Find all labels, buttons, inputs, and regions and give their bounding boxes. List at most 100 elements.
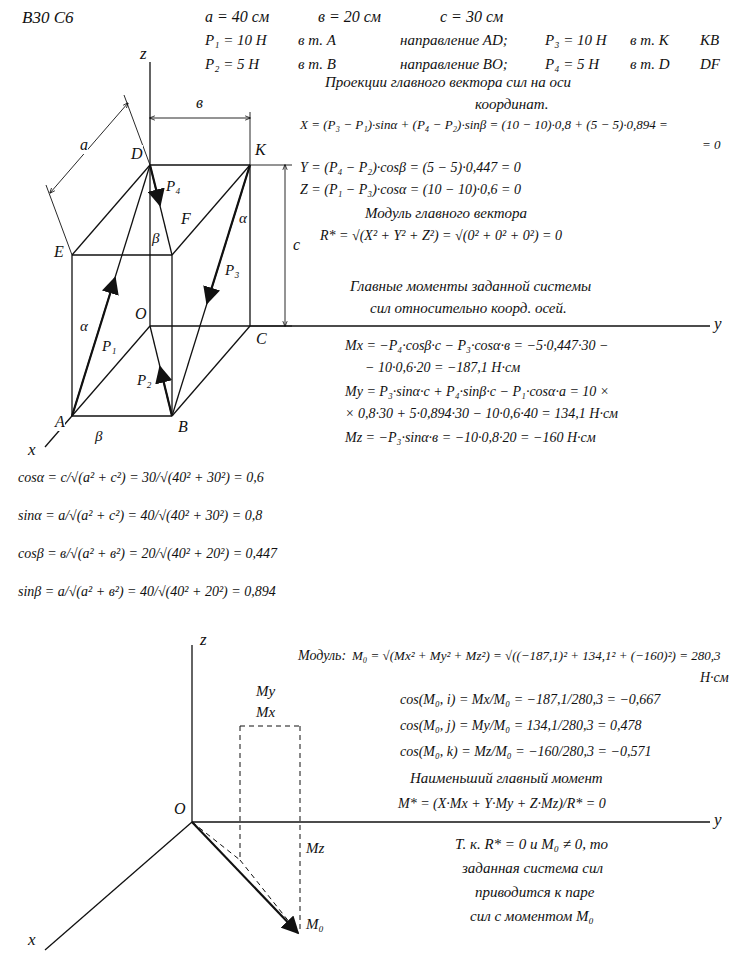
projection-line	[240, 726, 300, 727]
force-direction: DF	[700, 56, 720, 73]
point-label: K	[255, 141, 266, 159]
formula: cosβ = в/√(a² + в²) = 20/√(40² + 20²) = …	[18, 546, 277, 562]
formula: sinα = a/√(a² + c²) = 40/√(40² + 30²) = …	[18, 508, 262, 524]
force-label: P₄	[166, 178, 180, 195]
section-heading: Главные моменты заданной системы	[350, 278, 591, 295]
section-heading: Модуль:	[298, 648, 346, 664]
conclusion-text: Т. к. R* = 0 и M₀ ≠ 0, то	[455, 836, 608, 853]
box-figure	[45, 62, 710, 447]
extension-line	[124, 95, 150, 165]
force-value: P₁ = 10 H	[205, 32, 267, 49]
axis-label: y	[714, 314, 722, 334]
section-heading: Модуль главного вектора	[365, 205, 527, 222]
formula: = 0	[702, 138, 721, 153]
given-value: с = 30 см	[440, 8, 503, 26]
formula: cosα = c/√(a² + c²) = 30/√(40² + 30²) = …	[18, 470, 264, 486]
moment-vector	[192, 822, 298, 933]
angle-label: α	[239, 210, 247, 227]
point-label: F	[181, 210, 191, 228]
x-axis	[45, 326, 150, 447]
formula: cos(M₀, k) = Mz/M₀ = −160/280,3 = −0,571	[400, 744, 651, 760]
dimension-label: a	[80, 136, 88, 154]
moment-figure	[45, 645, 710, 950]
dimension-line	[50, 103, 128, 193]
application-point: в т. D	[630, 56, 670, 73]
extension-line	[250, 326, 292, 327]
force-direction: направление BO;	[400, 56, 508, 73]
section-heading: координат.	[475, 96, 549, 113]
application-point: в т. A	[298, 32, 336, 49]
box-edge	[171, 255, 172, 416]
dimension-line	[150, 118, 250, 119]
section-heading: Проекции главного вектора сил на оси	[325, 74, 571, 91]
force-value: P₂ = 5 H	[205, 56, 259, 73]
formula: R* = √(X² + Y² + Z²) = √(0² + 0² + 0²) =…	[320, 228, 562, 244]
given-value: в = 20 см	[318, 8, 381, 26]
point-label: B	[178, 418, 188, 436]
force-direction: KB	[700, 32, 719, 49]
formula: X = (P₃ − P₁)·sinα + (P₄ − P₂)·sinβ = (1…	[300, 118, 668, 133]
dimension-line	[285, 165, 286, 326]
extension-line	[250, 112, 251, 165]
application-point: в т. B	[298, 56, 336, 73]
force-label: P₂	[137, 372, 151, 389]
moment-label: Mx	[256, 704, 275, 721]
section-heading: сил относительно коорд. осей.	[370, 300, 567, 317]
force-value: P₃ = 10 H	[545, 32, 607, 49]
formula: − 10·0,6·20 = −187,1 H·см	[365, 360, 520, 376]
moment-label: My	[256, 683, 275, 700]
force-arrow	[150, 165, 160, 205]
diagonal-kb	[172, 165, 250, 416]
angle-label: β	[152, 230, 159, 247]
axis-label: y	[714, 810, 722, 830]
point-label: C	[256, 330, 267, 348]
axis-label: x	[28, 930, 36, 950]
axis-label: z	[200, 630, 207, 650]
formula: My = P₃·sinα·c + P₄·sinβ·c − P₁·cosα·a =…	[345, 384, 609, 400]
box-edge	[72, 415, 172, 416]
force-value: P₄ = 5 H	[545, 56, 599, 73]
y-axis	[192, 821, 710, 822]
formula: Z = (P₁ − P₃)·cosα = (10 − 10)·0,6 = 0	[300, 182, 521, 198]
moment-label: M₀	[306, 916, 324, 933]
box-edge	[249, 165, 250, 326]
point-label: O	[174, 800, 186, 818]
axis-label: z	[140, 44, 147, 64]
projection-line	[240, 726, 241, 860]
formula: Mz = −P₃·sinα·в = −10·0,8·20 = −160 H·см	[345, 430, 596, 446]
force-arrow	[160, 367, 172, 416]
conclusion-text: приводится к паре	[475, 884, 594, 901]
formula: M₀ = √(Mx² + My² + Mz²) = √((−187,1)² + …	[352, 649, 720, 664]
z-axis	[149, 62, 150, 326]
extension-line	[250, 165, 292, 166]
projection-line	[300, 726, 301, 933]
formula: M* = (X·Mx + Y·My + Z·Mz)/R* = 0	[398, 796, 606, 812]
conclusion-text: сил с моментом M₀	[470, 908, 594, 925]
box-edge	[172, 165, 250, 255]
point-label: A	[55, 413, 65, 431]
force-arrow	[207, 165, 250, 303]
y-axis	[150, 325, 710, 326]
formula: Mx = −P₄·cosβ·c − P₃·cosα·в = −5·0,447·3…	[345, 338, 608, 354]
dimension-label: c	[293, 236, 300, 254]
formula: Y = (P₄ − P₂)·cosβ = (5 − 5)·0,447 = 0	[300, 160, 521, 176]
angle-label: β	[95, 428, 102, 445]
force-label: P₁	[102, 338, 116, 355]
x-axis	[45, 822, 192, 950]
point-label: D	[131, 145, 143, 163]
application-point: в т. K	[630, 32, 669, 49]
point-label: O	[135, 305, 147, 323]
z-axis	[191, 645, 192, 822]
moment-label: Mz	[306, 840, 324, 857]
formula: H·см	[700, 670, 729, 686]
point-label: E	[54, 243, 64, 261]
variant-title: В30 С6	[22, 8, 73, 28]
angle-label: α	[80, 318, 88, 335]
axis-label: x	[28, 440, 36, 460]
force-direction: направление AD;	[400, 32, 508, 49]
conclusion-text: заданная система сил	[462, 860, 603, 877]
force-label: P₃	[225, 262, 239, 279]
dimension-label: в	[196, 94, 203, 112]
diagonal-bo	[150, 326, 172, 416]
